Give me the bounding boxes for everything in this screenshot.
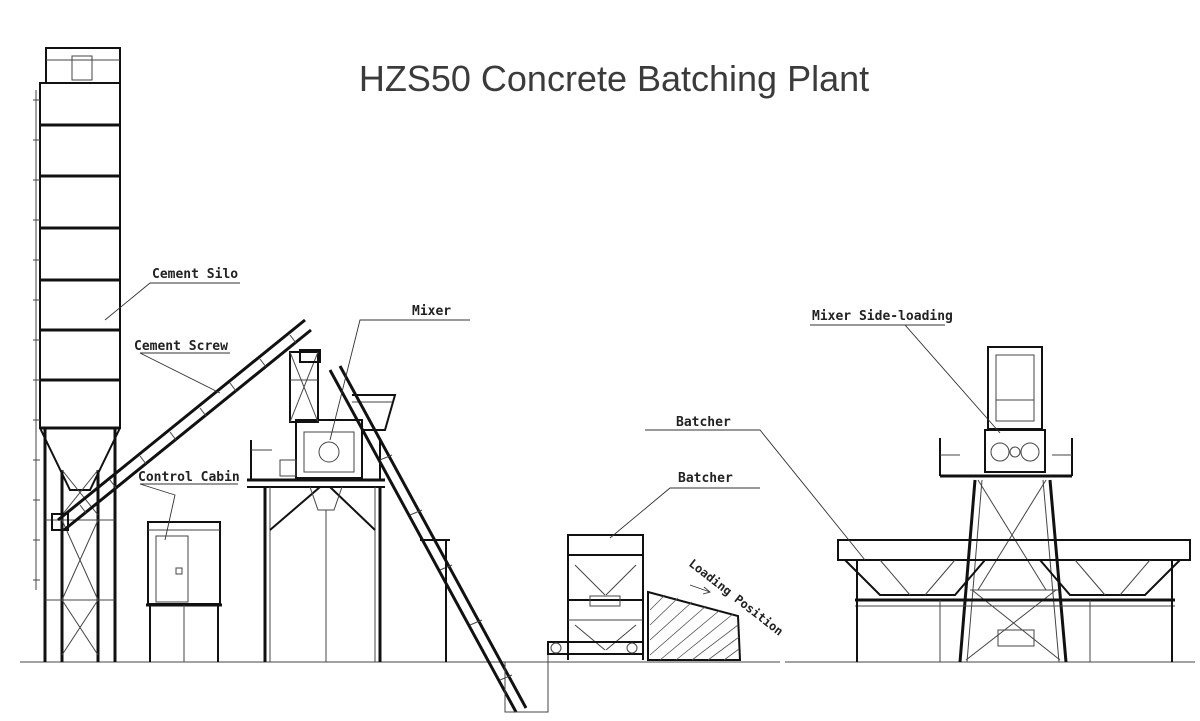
- leader-lines: [104, 282, 1001, 561]
- cement-screw: [51, 318, 312, 532]
- loading-arrow: [689, 584, 711, 593]
- label-cement-screw: Cement Screw: [134, 339, 228, 354]
- control-cabin: [146, 521, 222, 662]
- label-mixer-side-loading: Mixer Side-loading: [812, 309, 953, 324]
- label-control-cabin: Control Cabin: [138, 470, 240, 485]
- label-mixer: Mixer: [412, 304, 451, 319]
- mixer-structure: [247, 349, 397, 662]
- loading-ramp: [647, 590, 742, 661]
- cement-silo: [33, 47, 121, 662]
- loading-arrow-head: [702, 586, 711, 595]
- label-batcher-upper: Batcher: [676, 415, 731, 430]
- label-cement-silo: Cement Silo: [152, 267, 238, 282]
- label-batcher-lower: Batcher: [678, 471, 733, 486]
- side-loading-plant: [837, 346, 1191, 663]
- skip-hoist: [328, 365, 549, 713]
- batcher-small: [547, 534, 644, 660]
- diagram-title: HZS50 Concrete Batching Plant: [358, 58, 870, 99]
